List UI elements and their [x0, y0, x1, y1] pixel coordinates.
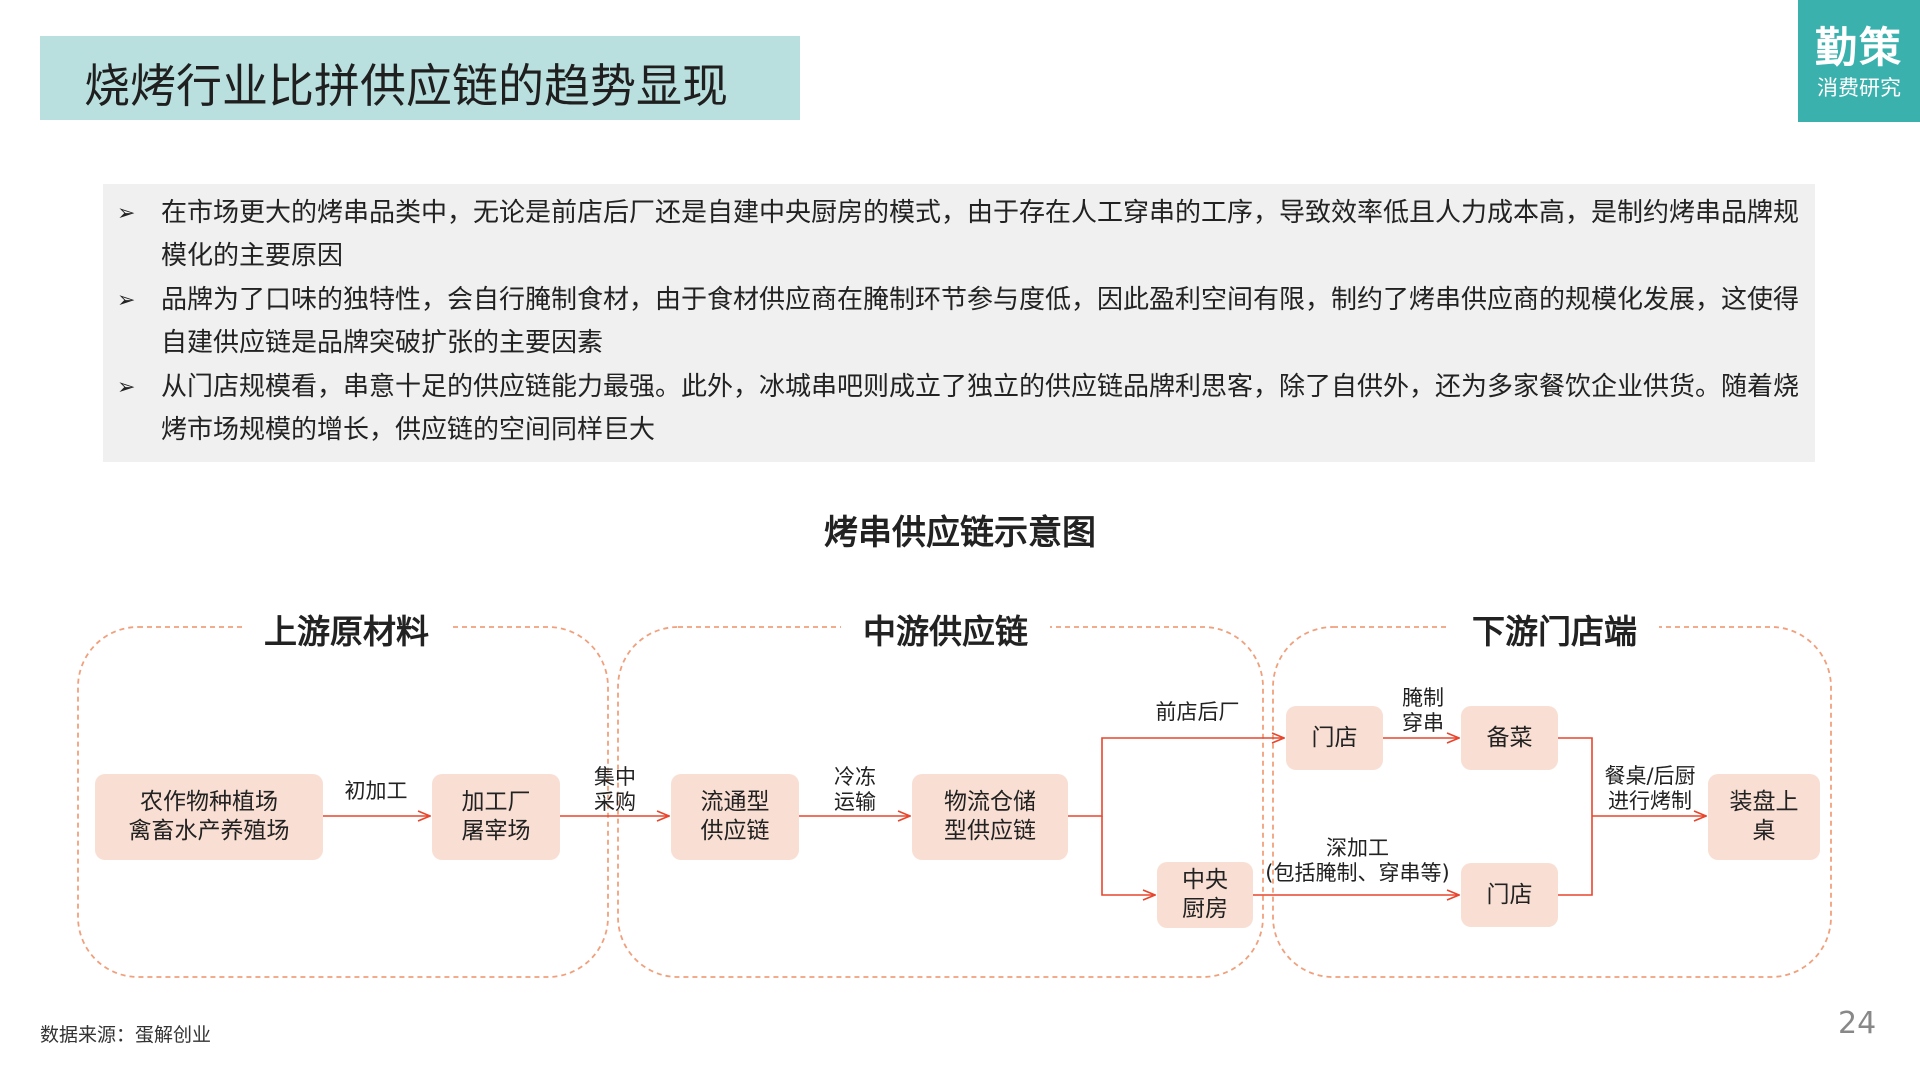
- node-factory: 加工厂 屠宰场: [432, 774, 560, 860]
- bullet-item: ➢ 品牌为了口味的独特性，会自行腌制食材，由于食材供应商在腌制环节参与度低，因此…: [117, 279, 1807, 365]
- arrow-to-store: [1068, 738, 1284, 817]
- node-central-kitchen: 中央 厨房: [1157, 862, 1253, 928]
- data-source: 数据来源：蛋解创业: [40, 1024, 212, 1046]
- arrow-bullet-icon: ➢: [117, 201, 136, 226]
- edge-label-marinate: 腌制 穿串: [1402, 686, 1444, 735]
- node-logistics-supply-chain: 物流仓储 型供应链: [912, 774, 1068, 860]
- edge-label-procure: 集中 采购: [594, 765, 636, 814]
- bullet-text: 品牌为了口味的独特性，会自行腌制食材，由于食材供应商在腌制环节参与度低，因此盈利…: [161, 285, 1800, 358]
- edge-label-grill: 餐桌/后厨 进行烤制: [1604, 764, 1696, 813]
- merge-line: [1558, 737, 1593, 896]
- node-plating: 装盘上 桌: [1708, 774, 1820, 860]
- node-circulation-supply-chain: 流通型 供应链: [671, 774, 799, 860]
- edge-label-cold: 冷冻 运输: [834, 765, 876, 814]
- logo-main-text: 勤策: [1814, 23, 1903, 72]
- arrow-bullet-icon: ➢: [117, 288, 136, 313]
- brand-logo: 勤策 消费研究: [1798, 0, 1920, 122]
- bullet-item: ➢ 在市场更大的烤串品类中，无论是前店后厂还是自建中央厨房的模式，由于存在人工穿…: [117, 192, 1807, 278]
- logo-sub-text: 消费研究: [1817, 76, 1901, 100]
- edge-label-front-back: 前店后厂: [1155, 700, 1240, 724]
- diagram-title: 烤串供应链示意图: [824, 513, 1096, 553]
- section-label-upstream: 上游原材料: [242, 605, 451, 653]
- bullet-text: 从门店规模看，串意十足的供应链能力最强。此外，冰城串吧则成立了独立的供应链品牌利…: [161, 372, 1800, 445]
- node-prep: 备菜: [1461, 706, 1558, 770]
- page-number: 24: [1838, 1006, 1877, 1041]
- node-store-central: 门店: [1461, 863, 1558, 927]
- section-label-midstream: 中游供应链: [841, 605, 1050, 653]
- arrow-to-central-kitchen: [1101, 816, 1155, 895]
- title-bar: 烧烤行业比拼供应链的趋势显现: [40, 36, 800, 120]
- node-farm: 农作物种植场 禽畜水产养殖场: [95, 774, 323, 860]
- section-label-downstream: 下游门店端: [1450, 605, 1659, 653]
- bullet-text: 在市场更大的烤串品类中，无论是前店后厂还是自建中央厨房的模式，由于存在人工穿串的…: [161, 198, 1800, 271]
- page-title: 烧烤行业比拼供应链的趋势显现: [84, 59, 728, 113]
- summary-box: ➢ 在市场更大的烤串品类中，无论是前店后厂还是自建中央厨房的模式，由于存在人工穿…: [103, 184, 1815, 462]
- arrow-bullet-icon: ➢: [117, 375, 136, 400]
- edge-label-deep: 深加工 (包括腌制、穿串等): [1265, 836, 1450, 885]
- edge-label-primary: 初加工: [344, 779, 408, 803]
- node-store-front: 门店: [1286, 706, 1383, 770]
- bullet-item: ➢ 从门店规模看，串意十足的供应链能力最强。此外，冰城串吧则成立了独立的供应链品…: [117, 366, 1807, 452]
